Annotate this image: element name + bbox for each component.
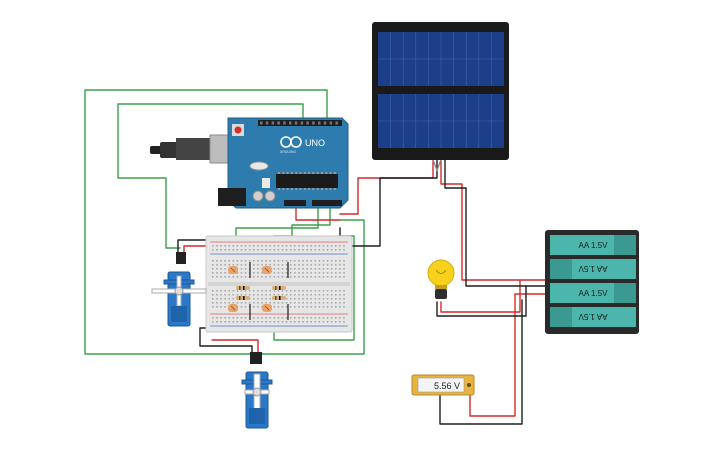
battery-cell-label: AA 1.5V [579, 241, 609, 250]
battery-cell-1: AA 1.5V [550, 235, 636, 255]
wire-red-arduino[interactable] [295, 204, 341, 221]
crystal [249, 161, 269, 171]
battery-cell-4: AA 1.5V [550, 307, 636, 327]
reset-button-cap [234, 126, 242, 134]
wire-red-solar[interactable] [339, 159, 434, 215]
wire-black-bulb[interactable] [436, 285, 527, 317]
board-brand-label: UNO [305, 138, 325, 148]
digital-header [258, 120, 342, 126]
solar-cell-grid [378, 32, 504, 148]
wire-green-inner-loop[interactable] [117, 103, 304, 249]
bulb-glass [427, 259, 455, 287]
resistor-2 [272, 286, 286, 290]
chip-pins [278, 172, 336, 190]
battery-cell-2: AA 1.5V [550, 259, 636, 279]
servo-motor-bottom[interactable] [241, 352, 273, 429]
servo-shaft [252, 387, 262, 397]
battery-cell-label: AA 1.5V [578, 264, 608, 273]
bulb-base [435, 289, 447, 299]
photoresistor-4 [262, 304, 272, 312]
wire-red-bulb-return[interactable] [440, 279, 521, 313]
resistor-1 [236, 286, 250, 290]
arduino-infinity-logo [280, 136, 302, 148]
servo-label-area [249, 408, 265, 424]
voltmeter-display [417, 377, 465, 393]
battery-pack[interactable]: AA 1.5V AA 1.5V AA 1.5V AA 1.5V [545, 230, 639, 334]
board-logo-caption: ARDUINO [280, 150, 296, 154]
resistors [236, 286, 286, 300]
bulb-filament [435, 269, 447, 274]
wire-black-solar[interactable] [339, 159, 438, 247]
voltmeter-terminal [467, 383, 471, 387]
wire-green-outer-loop[interactable] [84, 89, 365, 355]
capacitor-2 [264, 190, 276, 202]
power-header [284, 200, 306, 206]
photoresistors [228, 266, 272, 312]
power-jack [218, 188, 246, 206]
battery-cell-label: AA 1.5V [578, 312, 608, 321]
solar-leads [432, 159, 442, 172]
analog-header [312, 200, 342, 206]
wire-black-to-battery[interactable] [444, 159, 549, 287]
breadboard-center-channel [208, 282, 350, 286]
servo-label-area [171, 306, 187, 322]
photoresistor-2 [262, 266, 272, 274]
servo-motor-top[interactable] [151, 252, 207, 327]
usb-cable [150, 146, 162, 154]
usb-plug [160, 142, 178, 158]
digital-pin-row [260, 121, 338, 125]
battery-cells: AA 1.5V AA 1.5V AA 1.5V AA 1.5V [550, 235, 636, 327]
led-block [262, 178, 270, 188]
wire-red-to-bulb[interactable] [440, 159, 549, 281]
usb-connector [176, 138, 212, 160]
breadboard[interactable] [205, 235, 353, 333]
bulb-neck [435, 285, 447, 289]
voltmeter-reading: 5.56 V [434, 381, 460, 391]
resistor-3 [236, 296, 250, 300]
arduino-uno[interactable]: UNO ARDUINO [150, 117, 349, 209]
servo-connector [176, 252, 186, 264]
servo-connector [250, 352, 262, 364]
light-bulb[interactable] [427, 259, 455, 299]
wire-red-servo-top[interactable] [183, 245, 207, 263]
voltmeter[interactable]: 5.56 V [411, 374, 475, 396]
solar-panel[interactable] [372, 22, 509, 172]
resistor-4 [272, 296, 286, 300]
breadboard-jumpers [249, 262, 289, 320]
servo-shaft [174, 286, 184, 296]
atmega-chip [276, 174, 338, 188]
battery-cell-label: AA 1.5V [579, 289, 609, 298]
wire-black-voltmeter[interactable] [439, 299, 523, 425]
battery-cell-3: AA 1.5V [550, 283, 636, 303]
capacitor-1 [252, 190, 264, 202]
photoresistor-3 [228, 304, 238, 312]
photoresistor-1 [228, 266, 238, 274]
wire-black-servo-bottom[interactable] [199, 327, 253, 363]
